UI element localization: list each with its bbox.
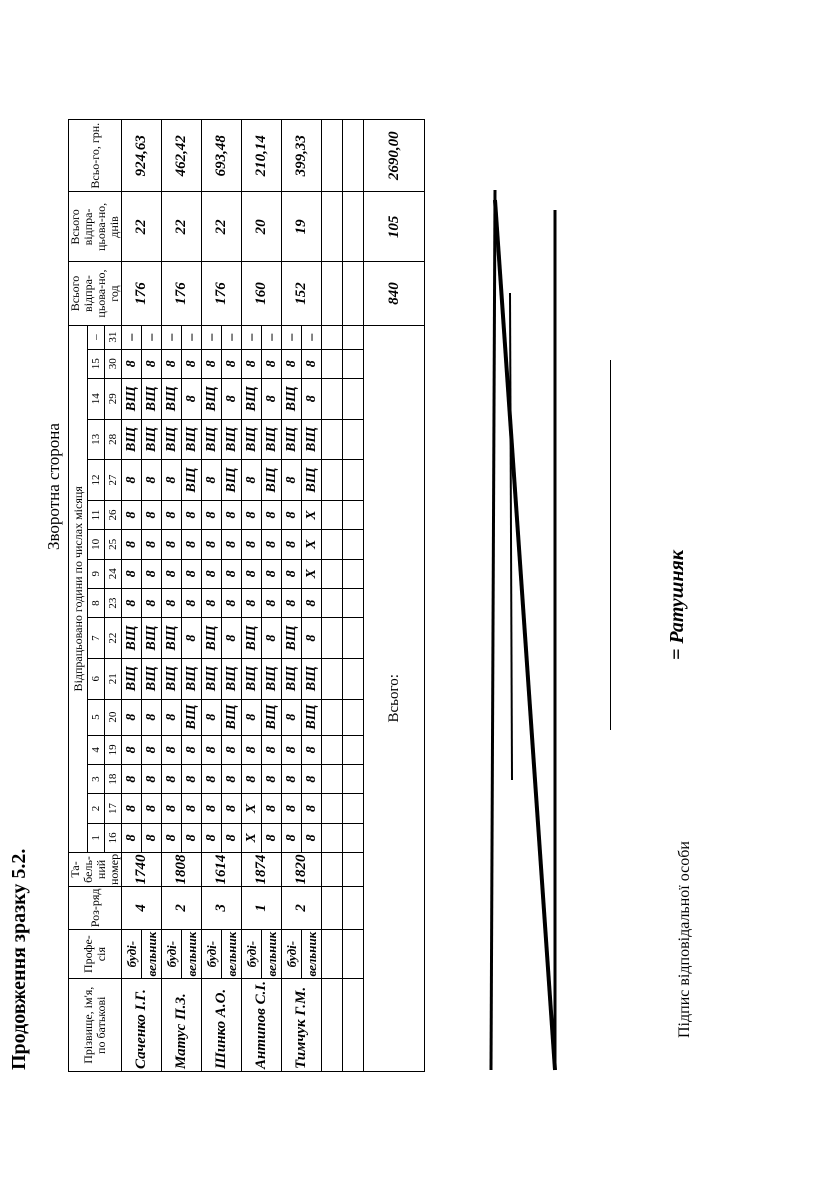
signature-line bbox=[610, 360, 611, 730]
signature-label: Підпис відповідальної особи bbox=[676, 841, 693, 1038]
strike-line bbox=[489, 189, 497, 1071]
strike-line bbox=[509, 292, 513, 781]
signature-value: = Ратушняк bbox=[666, 550, 688, 660]
strike-line bbox=[493, 199, 557, 1071]
